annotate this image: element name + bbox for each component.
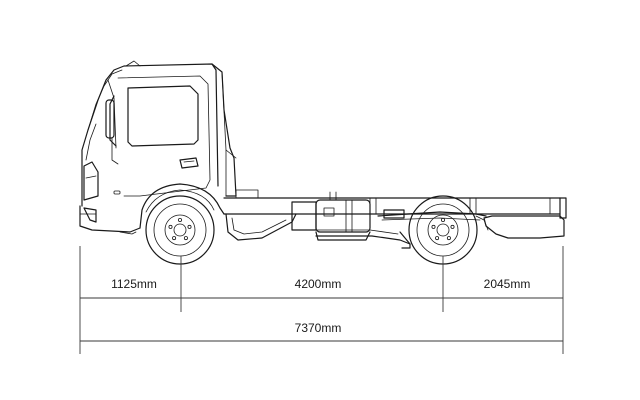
wheelbase-label: 4200mm [295,277,342,291]
dimension-lines [79,246,564,354]
overall-length-label: 7370mm [295,321,342,335]
rear-wheel [408,195,478,265]
front-overhang-label: 1125mm [111,277,157,291]
rear-suspension [377,209,489,249]
cab [79,60,237,235]
rear-overhang-label: 2045mm [484,277,531,291]
dimension-labels: 1125mm 4200mm 2045mm 7370mm [106,276,538,336]
fuel-tank [315,191,371,241]
chassis-frame [223,189,567,219]
rear-mudguard [483,215,565,239]
front-wheel [145,195,215,265]
truck-chassis-cab-drawing [79,60,567,265]
front-wheel-arch [139,183,225,229]
drivetrain [225,201,411,245]
